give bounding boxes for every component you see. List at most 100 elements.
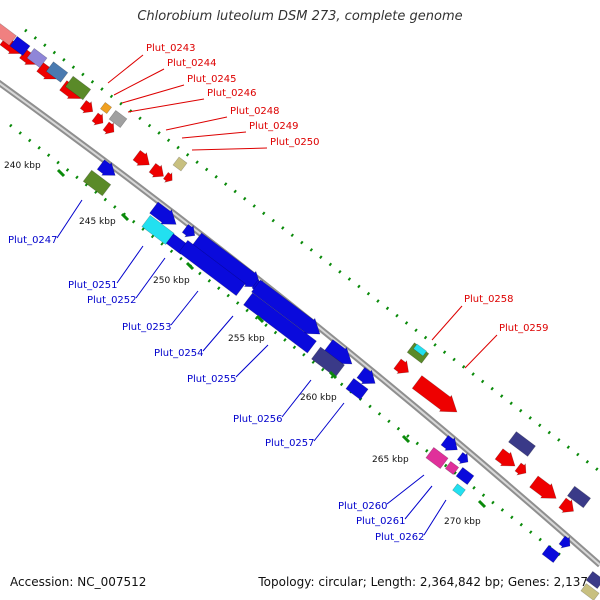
label-plut-0260-label: Plut_0260 <box>338 501 388 512</box>
gene-plut-0245 <box>99 101 113 115</box>
label-plut-0262-leader <box>423 499 447 536</box>
kbp-label-1: 240 kbp <box>4 161 41 171</box>
label-plut-0250-leader <box>191 147 268 151</box>
map-title: Chlorobium luteolum DSM 273, complete ge… <box>137 9 463 24</box>
kbp-tick-1 <box>56 168 66 178</box>
gene-lower-13 <box>585 570 600 590</box>
gene-lower-5 <box>243 292 317 354</box>
label-plut-0254-leader <box>202 315 234 352</box>
label-plut-0251-label: Plut_0251 <box>68 280 118 291</box>
label-plut-0245-label: Plut_0245 <box>187 74 237 85</box>
label-plut-0255-leader <box>235 344 269 378</box>
label-plut-0257-label: Plut_0257 <box>265 438 315 449</box>
label-plut-0262-label: Plut_0262 <box>375 532 425 543</box>
gene-upper-5 <box>79 99 94 114</box>
gene-lower-9 <box>456 451 469 465</box>
accession-text: Accession: NC_007512 <box>10 575 147 589</box>
label-plut-0256-leader <box>281 379 312 418</box>
label-plut-0249-leader <box>181 131 247 139</box>
tick-row-inner <box>9 123 561 557</box>
gene-outer-1 <box>0 22 17 46</box>
label-plut-0258-leader <box>431 305 463 341</box>
gene-outer-7 <box>412 343 428 357</box>
kbp-label-3: 250 kbp <box>153 276 190 286</box>
label-plut-0247-label: Plut_0247 <box>8 235 58 246</box>
gene-plut-0247 <box>82 169 112 197</box>
gene-lower-14 <box>580 583 600 600</box>
gene-lower-7 <box>356 366 376 385</box>
gene-upper-10 <box>162 171 173 183</box>
label-plut-0253-leader <box>170 290 199 326</box>
gene-plut-0259 <box>411 375 458 413</box>
label-plut-0252-label: Plut_0252 <box>87 295 137 306</box>
kbp-tick-4 <box>255 314 265 324</box>
label-plut-0248-leader <box>165 116 228 131</box>
kbp-tick-7 <box>477 499 487 509</box>
label-plut-0245-leader <box>121 84 185 104</box>
kbp-tick-3 <box>185 261 195 271</box>
gene-plut-0255 <box>251 279 321 335</box>
label-plut-0243-label: Plut_0243 <box>146 43 196 54</box>
label-plut-0254-label: Plut_0254 <box>154 348 204 359</box>
gene-outer-4 <box>45 61 69 83</box>
kbp-label-4: 255 kbp <box>228 334 265 344</box>
label-plut-0243-leader <box>107 54 144 84</box>
label-plut-0246-label: Plut_0246 <box>207 88 257 99</box>
label-plut-0247-leader <box>56 199 83 239</box>
kbp-label-5: 260 kbp <box>300 393 337 403</box>
label-plut-0260-leader <box>386 474 425 505</box>
kbp-label-6: 265 kbp <box>372 455 409 465</box>
gene-plut-0254 <box>178 239 246 297</box>
gene-plut-0246 <box>108 109 128 129</box>
gene-outer-8 <box>508 431 536 457</box>
gene-upper-13 <box>529 475 557 499</box>
gene-lower-10 <box>444 460 460 476</box>
kbp-label-2: 245 kbp <box>79 217 116 227</box>
label-plut-0255-label: Plut_0255 <box>187 374 237 385</box>
kbp-tick-2 <box>120 212 130 222</box>
label-plut-0246-leader <box>127 98 205 113</box>
gene-upper-7 <box>102 121 115 135</box>
gene-upper-14 <box>558 497 574 513</box>
gene-plut-0250 <box>172 156 188 172</box>
gene-lower-12 <box>541 544 561 564</box>
label-plut-0244-leader <box>113 68 165 96</box>
label-plut-0252-leader <box>135 257 166 299</box>
gene-plut-0261 <box>455 466 475 486</box>
gene-plut-0262 <box>452 483 466 497</box>
label-plut-0261-leader <box>404 485 433 520</box>
gene-outer-2 <box>9 35 31 57</box>
label-plut-0251-leader <box>116 245 144 284</box>
label-plut-0256-label: Plut_0256 <box>233 414 283 425</box>
kbp-tick-6 <box>401 434 411 444</box>
gene-upper-11 <box>494 448 516 467</box>
label-plut-0259-leader <box>464 334 498 369</box>
gene-outer-3 <box>26 47 48 69</box>
tick-row-outer <box>24 28 599 472</box>
gene-plut-0257 <box>345 377 369 401</box>
gene-lower-8 <box>440 434 458 451</box>
gene-upper-12 <box>514 462 527 476</box>
gene-upper-8 <box>132 149 150 166</box>
kbp-label-7: 270 kbp <box>444 517 481 527</box>
gene-lower-2 <box>149 201 177 225</box>
kbp-tick-5 <box>328 370 338 380</box>
gene-outer-5 <box>64 75 92 101</box>
label-plut-0261-label: Plut_0261 <box>356 516 406 527</box>
gene-lower-1 <box>96 159 116 176</box>
gene-plut-0258 <box>393 358 409 374</box>
gene-outer-9 <box>566 485 592 509</box>
label-plut-0259-label: Plut_0259 <box>499 323 549 334</box>
label-plut-0248-label: Plut_0248 <box>230 106 280 117</box>
gene-upper-9 <box>148 162 164 178</box>
label-plut-0257-leader <box>313 402 345 442</box>
label-plut-0250-label: Plut_0250 <box>270 137 320 148</box>
label-plut-0249-label: Plut_0249 <box>249 121 299 132</box>
gene-plut-0251 <box>141 214 175 246</box>
gene-upper-6 <box>91 112 104 126</box>
gene-plut-0260 <box>425 446 449 470</box>
label-plut-0253-label: Plut_0253 <box>122 322 172 333</box>
genome-summary: Topology: circular; Length: 2,364,842 bp… <box>258 575 588 589</box>
